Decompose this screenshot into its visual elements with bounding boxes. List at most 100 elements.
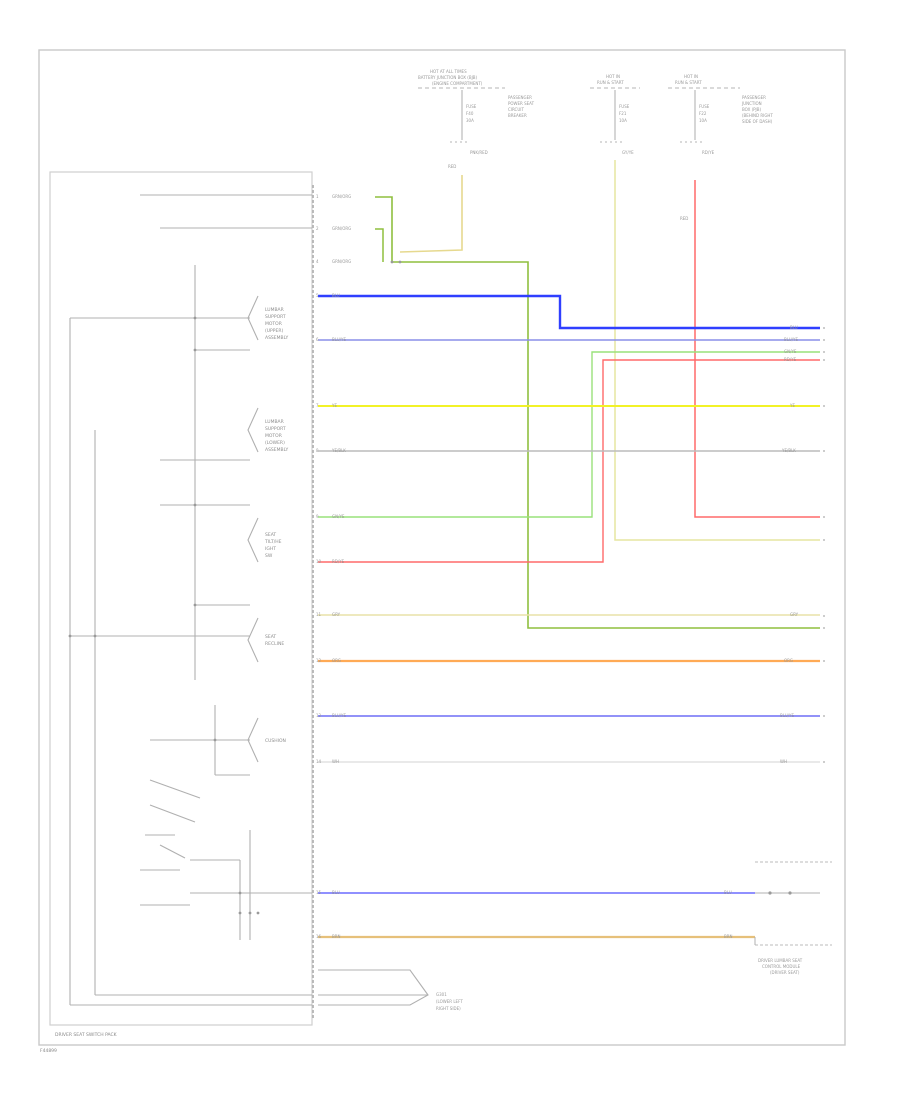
footer-code: F44899	[40, 1048, 57, 1054]
fuse3-header-1: HOT IN	[684, 74, 698, 79]
fuse2-wire: GY/YE	[622, 150, 634, 155]
pin-w3: 4	[316, 259, 319, 264]
wire-w13-left: WH	[332, 759, 339, 764]
motor1-line1: LUMBAR	[265, 307, 284, 313]
fuse3-desc-5: SIDE OF DASH)	[742, 119, 773, 124]
lumbar-module: DRIVER LUMBAR SEAT CONTROL MODULE (DRIVE…	[754, 861, 832, 975]
wire-w9-left: RD/YE	[332, 559, 345, 564]
fuse3-header-2: RUN & START	[675, 80, 702, 85]
wire-w4-right: BLU	[790, 325, 798, 330]
junction-dots	[68, 260, 402, 915]
wire-w14-left: BLU	[332, 890, 340, 895]
ground-desc-2: RIGHT SIDE)	[436, 1006, 461, 1011]
motor-2: LUMBAR SUPPORT MOTOR (LOWER) ASSEMBLY	[247, 407, 289, 453]
wire-w10-left: GRY	[332, 612, 341, 617]
motor-4: SEAT RECLINE	[247, 617, 284, 663]
fuse1-wire: PNK/RED	[470, 150, 488, 155]
pin-w9: 10	[316, 559, 322, 564]
wire-w7-left: YE/BLK	[331, 448, 346, 453]
motor2-line3: MOTOR	[265, 433, 282, 439]
wire-w8-right: GN/YE	[784, 349, 797, 354]
fuse3-desc-1: PASSENGER	[742, 95, 766, 100]
blue-heavy-path	[318, 294, 820, 330]
pin-w1: 1	[316, 194, 319, 199]
fuse-block-1: HOT AT ALL TIMES BATTERY JUNCTION BOX (B…	[418, 69, 535, 169]
wire-w6-left: YE	[331, 403, 337, 408]
fuse-block-3: HOT IN RUN & START FUSE F22 10A PASSENGE…	[668, 74, 773, 221]
module-label-2: CONTROL MODULE	[762, 964, 801, 969]
wire-w1-left: GRN/ORG	[332, 194, 351, 199]
wire-w5-right: BLU/YE	[784, 337, 798, 342]
fuse1-fuse-3: 30A	[466, 118, 474, 123]
wire-w5-left: BLU/YE	[332, 337, 346, 342]
pin-w6: 7	[316, 403, 319, 408]
module-label-3: (DRIVER SEAT)	[770, 970, 800, 975]
wire-w10-right: GRY	[790, 612, 799, 617]
connector-block-label: DRIVER SEAT SWITCH PACK	[55, 1032, 118, 1038]
fuse2-fuse-2: F21	[619, 111, 627, 116]
motor1-line4: (UPPER)	[265, 328, 283, 334]
feed-wire-fuse2	[614, 160, 820, 541]
ground-desc-1: (LOWER LEFT	[436, 999, 463, 1004]
motor4-line2: RECLINE	[265, 641, 284, 647]
motor1-line5: ASSEMBLY	[265, 335, 289, 341]
fuse2-header-1: HOT IN	[606, 74, 620, 79]
pin-w8: 9	[316, 514, 319, 519]
fuse3-desc-3: BOX (PJB)	[742, 107, 761, 112]
fuse1-desc-3: CIRCUIT	[508, 107, 524, 112]
feed-wire-fuse1	[399, 175, 463, 253]
pin-w2: 2	[316, 226, 319, 231]
motor5-line1: CUSHION	[265, 738, 286, 744]
pin-w4: 5	[316, 293, 319, 298]
pin-w10: 11	[316, 612, 322, 617]
fuse3-wire-label: RED	[680, 216, 688, 221]
fuse1-fuse-1: FUSE	[466, 104, 477, 109]
motor2-line1: LUMBAR	[265, 419, 284, 425]
feed-wire-fuse3	[694, 180, 820, 518]
green-yellow-path	[318, 351, 820, 518]
wire-w15-left: BRN	[332, 934, 341, 939]
pin-w15: 16	[316, 934, 322, 939]
motor-3: SEAT TILT/HE IGHT SW	[247, 517, 282, 563]
fuse3-fuse-2: F22	[699, 111, 707, 116]
fuse3-wire: RD/YE	[702, 150, 715, 155]
fuse-block-2: HOT IN RUN & START FUSE F21 10A GY/YE	[590, 74, 640, 155]
motor1-line3: MOTOR	[265, 321, 282, 327]
wire-w12-right: BLU/YE	[780, 713, 794, 718]
wire-w13-right: WH	[780, 759, 787, 764]
pin-w7: 8	[316, 448, 319, 453]
motor-1: LUMBAR SUPPORT MOTOR (UPPER) ASSEMBLY	[247, 295, 289, 341]
motor3-line3: IGHT	[265, 546, 276, 552]
motor2-line5: ASSEMBLY	[265, 447, 289, 453]
right-edge-pins	[823, 327, 825, 763]
fuse2-header-2: RUN & START	[597, 80, 624, 85]
pin-w11: 12	[316, 658, 322, 663]
motor3-line2: TILT/HE	[264, 539, 282, 545]
module-label-1: DRIVER LUMBAR SEAT	[758, 958, 803, 963]
wire-w8-left: GN/YE	[332, 514, 345, 519]
fuse2-fuse-1: FUSE	[619, 104, 630, 109]
wire-w4-left: BLU	[332, 293, 340, 298]
wire-w3-left: GRN/ORG	[332, 259, 351, 264]
fuse1-desc-1: PASSENGER	[508, 95, 532, 100]
fuse1-header-2: BATTERY JUNCTION BOX (BJB)	[418, 75, 477, 80]
motor3-line1: SEAT	[265, 532, 276, 538]
diagram-frame	[38, 49, 846, 1046]
wire-w9-right: RD/YE	[784, 357, 797, 362]
pin-w13: 14	[316, 759, 322, 764]
fuse2-fuse-3: 10A	[619, 118, 627, 123]
ground-symbol: G301 (LOWER LEFT RIGHT SIDE)	[318, 969, 463, 1011]
wire-w11-left: ORG	[332, 658, 341, 663]
fuse1-header-1: HOT AT ALL TIMES	[430, 69, 467, 74]
wire-w2-left: GRN/ORG	[332, 226, 351, 231]
pin-w5: 6	[316, 337, 319, 342]
motor4-line1: SEAT	[265, 634, 276, 640]
pin-w12: 13	[316, 713, 322, 718]
wire-w14-right: BLU	[724, 890, 732, 895]
fuse3-fuse-3: 10A	[699, 118, 707, 123]
motor3-line4: SW	[265, 553, 273, 559]
motor-5: CUSHION	[247, 717, 286, 763]
green-harness-branch	[375, 228, 384, 262]
switch-pack-box	[49, 171, 313, 1026]
